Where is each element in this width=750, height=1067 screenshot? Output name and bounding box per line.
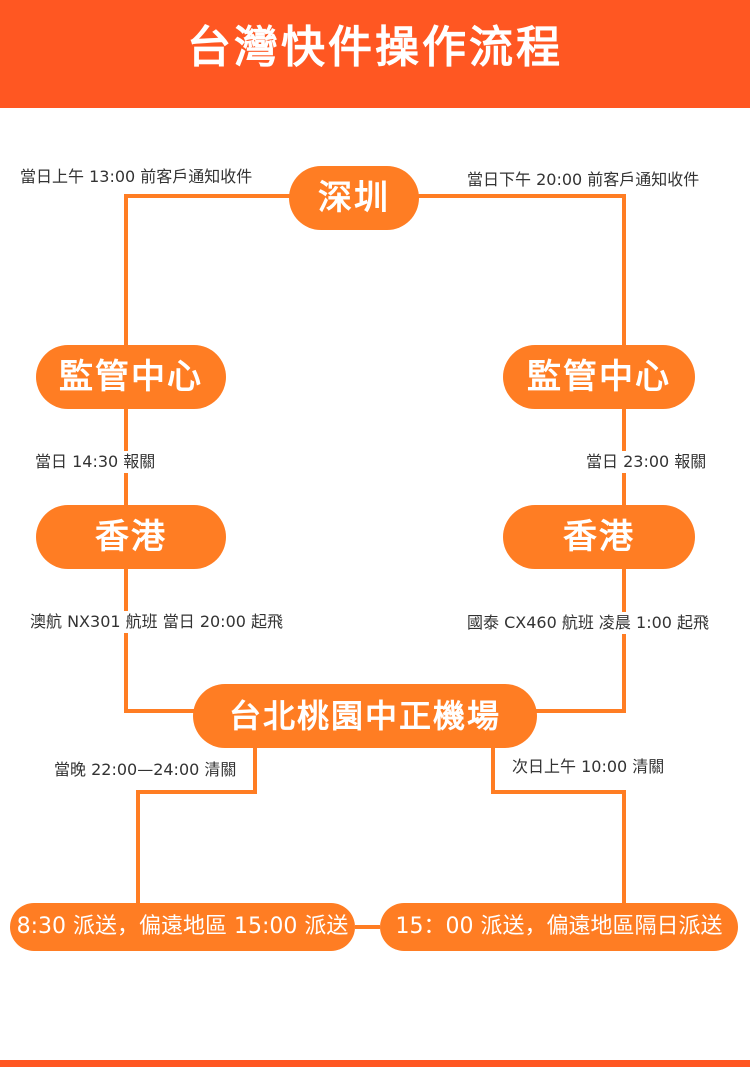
node-customs-left: 監管中心 bbox=[36, 345, 226, 409]
note-left-declare: 當日 14:30 報關 bbox=[35, 451, 156, 473]
note-left-notify: 當日上午 13:00 前客戶通知收件 bbox=[20, 166, 253, 188]
node-delivery-right: 15：00 派送，偏遠地區隔日派送 bbox=[380, 903, 738, 951]
note-right-notify: 當日下午 20:00 前客戶通知收件 bbox=[467, 169, 700, 191]
node-taoyuan-airport: 台北桃園中正機場 bbox=[193, 684, 537, 748]
note-right-flight: 國泰 CX460 航班 凌晨 1:00 起飛 bbox=[467, 612, 710, 634]
node-shenzhen: 深圳 bbox=[289, 166, 419, 230]
node-hongkong-left: 香港 bbox=[36, 505, 226, 569]
node-customs-right: 監管中心 bbox=[503, 345, 695, 409]
connector-right-delivery bbox=[491, 745, 626, 905]
node-hongkong-right: 香港 bbox=[503, 505, 695, 569]
connector-left-main bbox=[124, 194, 350, 713]
node-delivery-left: 8:30 派送，偏遠地區 15:00 派送 bbox=[10, 903, 355, 951]
note-right-clearance: 次日上午 10:00 清關 bbox=[512, 756, 665, 778]
note-left-flight: 澳航 NX301 航班 當日 20:00 起飛 bbox=[30, 611, 284, 633]
page-title: 台灣快件操作流程 bbox=[187, 22, 563, 73]
footer-bar bbox=[0, 1060, 750, 1067]
note-right-declare: 當日 23:00 報關 bbox=[586, 451, 707, 473]
note-left-clearance: 當晚 22:00—24:00 清關 bbox=[54, 759, 237, 781]
connector-left-delivery bbox=[136, 745, 257, 905]
header-banner: 台灣快件操作流程 bbox=[0, 0, 750, 108]
